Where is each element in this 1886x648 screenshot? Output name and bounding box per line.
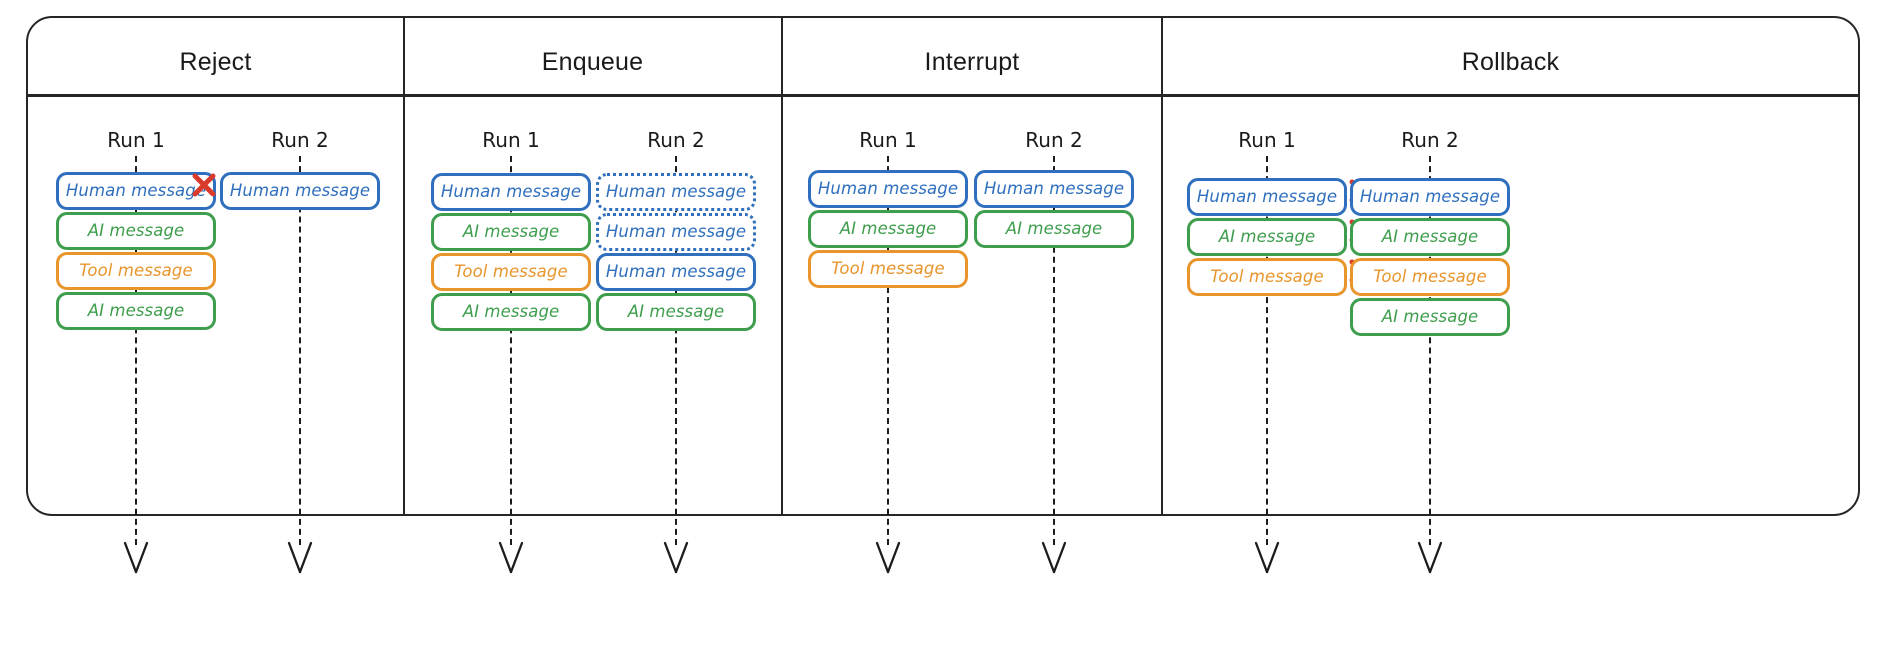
message-box-ai: AI message <box>431 213 591 251</box>
message-label: Human message <box>440 181 582 201</box>
message-label: AI message <box>1381 306 1479 326</box>
message-label: Human message <box>817 178 959 198</box>
message-box-human: Human message <box>220 172 380 210</box>
message-label: AI message <box>1218 226 1316 246</box>
lifeline-reject-run1 <box>135 156 137 545</box>
arrow-head-rollback-run1 <box>1254 541 1280 575</box>
panel-divider-2 <box>781 18 784 514</box>
message-box-ai: AI message <box>596 293 756 331</box>
message-label: Tool message <box>1373 266 1487 286</box>
message-label: Human message <box>605 221 747 241</box>
message-box-tool: Tool message <box>56 252 216 290</box>
arrow-head-reject-run2 <box>287 541 313 575</box>
panel-title-rollback: Rollback <box>1461 48 1560 76</box>
message-label: AI message <box>627 301 725 321</box>
message-label: Human message <box>1196 186 1338 206</box>
arrow-head-rollback-run2 <box>1417 541 1443 575</box>
message-box-human: Human message <box>596 213 756 251</box>
message-label: AI message <box>87 300 185 320</box>
panel-title-enqueue: Enqueue <box>541 48 644 76</box>
message-label: AI message <box>87 220 185 240</box>
panel-title-reject: Reject <box>179 48 252 76</box>
message-box-human: Human message <box>596 253 756 291</box>
panel-divider-1 <box>403 18 406 514</box>
message-box-ai: AI message <box>974 210 1134 248</box>
panel-title-interrupt: Interrupt <box>924 48 1020 76</box>
message-label: Tool message <box>454 261 568 281</box>
message-label: AI message <box>462 301 560 321</box>
message-box-ai: AI message <box>56 292 216 330</box>
message-box-ai: AI message <box>1187 218 1347 256</box>
arrow-head-interrupt-run2 <box>1041 541 1067 575</box>
message-box-ai: AI message <box>431 293 591 331</box>
run-label-enqueue-run1: Run 1 <box>482 128 540 152</box>
lifeline-rollback-run1 <box>1266 156 1268 545</box>
message-box-human: Human message <box>56 172 216 210</box>
arrow-head-reject-run1 <box>123 541 149 575</box>
lifeline-reject-run2 <box>299 156 301 545</box>
header-separator <box>26 94 1860 97</box>
panel-divider-3 <box>1161 18 1164 514</box>
run-label-interrupt-run2: Run 2 <box>1025 128 1083 152</box>
message-box-human: Human message <box>974 170 1134 208</box>
message-label: AI message <box>1381 226 1479 246</box>
lifeline-interrupt-run2 <box>1053 156 1055 545</box>
message-label: Tool message <box>1210 266 1324 286</box>
message-label: Human message <box>229 180 371 200</box>
message-box-human: Human message <box>1350 178 1510 216</box>
message-box-tool: Tool message <box>431 253 591 291</box>
message-label: Human message <box>65 180 207 200</box>
message-label: Human message <box>605 181 747 201</box>
message-box-human: Human message <box>808 170 968 208</box>
message-box-ai: AI message <box>1350 218 1510 256</box>
run-label-rollback-run1: Run 1 <box>1238 128 1296 152</box>
run-label-reject-run1: Run 1 <box>107 128 165 152</box>
message-label: Human message <box>1359 186 1501 206</box>
message-label: AI message <box>462 221 560 241</box>
run-label-enqueue-run2: Run 2 <box>647 128 705 152</box>
run-label-interrupt-run1: Run 1 <box>859 128 917 152</box>
lifeline-enqueue-run2 <box>675 156 677 545</box>
run-label-reject-run2: Run 2 <box>271 128 329 152</box>
red-x-icon <box>191 172 217 198</box>
message-label: Tool message <box>831 258 945 278</box>
message-label: AI message <box>1005 218 1103 238</box>
message-box-tool: Tool message <box>808 250 968 288</box>
arrow-head-enqueue-run2 <box>663 541 689 575</box>
message-label: AI message <box>839 218 937 238</box>
message-box-tool: Tool message <box>1350 258 1510 296</box>
message-box-ai: AI message <box>1350 298 1510 336</box>
message-box-human: Human message <box>1187 178 1347 216</box>
message-box-tool: Tool message <box>1187 258 1347 296</box>
message-box-ai: AI message <box>808 210 968 248</box>
lifeline-rollback-run2 <box>1429 156 1431 545</box>
message-box-human: Human message <box>431 173 591 211</box>
message-box-ai: AI message <box>56 212 216 250</box>
arrow-head-enqueue-run1 <box>498 541 524 575</box>
message-label: Human message <box>605 261 747 281</box>
message-label: Tool message <box>79 260 193 280</box>
message-box-human: Human message <box>596 173 756 211</box>
arrow-head-interrupt-run1 <box>875 541 901 575</box>
lifeline-enqueue-run1 <box>510 156 512 545</box>
lifeline-interrupt-run1 <box>887 156 889 545</box>
message-label: Human message <box>983 178 1125 198</box>
run-label-rollback-run2: Run 2 <box>1401 128 1459 152</box>
